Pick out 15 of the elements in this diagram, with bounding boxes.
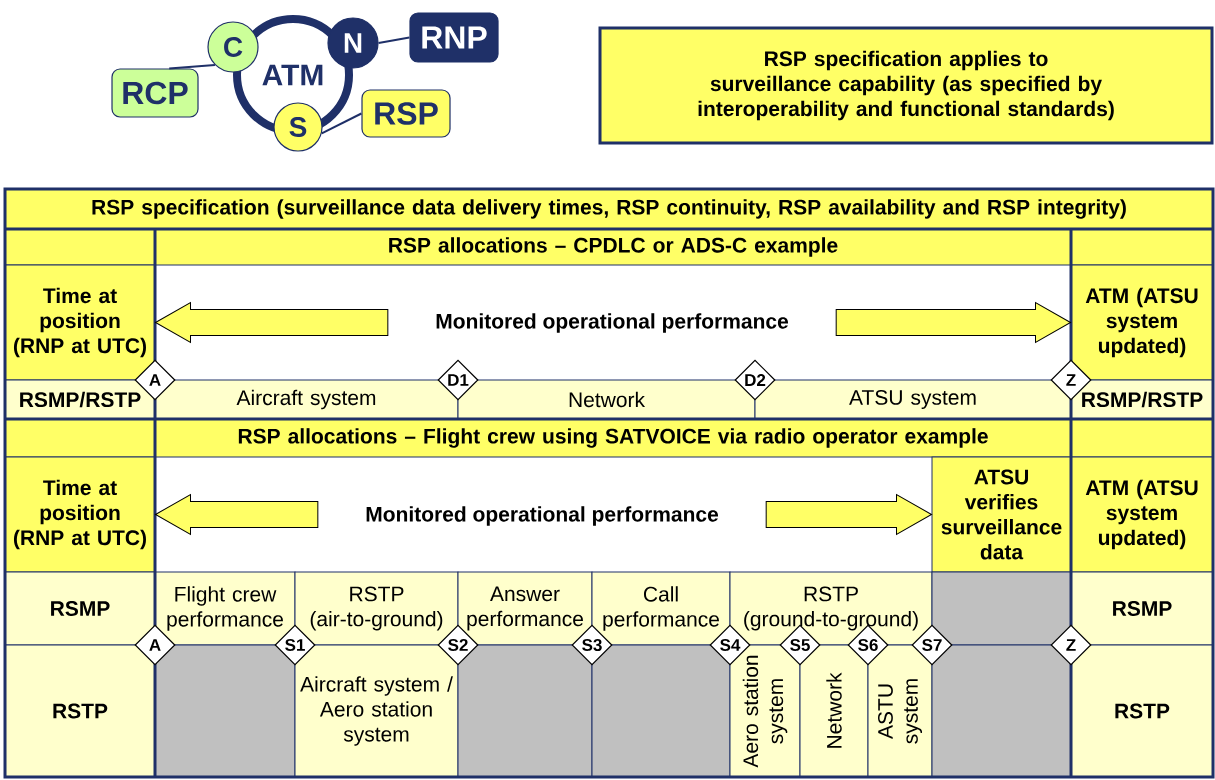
header-cell (4, 228, 156, 266)
note-box: RSP specification applies to surveillance capability (as specified by interoperability and functional standards) (598, 26, 1214, 145)
block-arrow (155, 302, 389, 343)
header-cell (4, 418, 156, 458)
caption-text: Monitored operational performance (436, 313, 789, 333)
caption-text: Monitored operational performance (366, 506, 719, 526)
header-cell (1070, 418, 1214, 458)
block-arrow (835, 302, 1071, 343)
callout-box: RCP (111, 68, 199, 118)
label-cell: ATSU verifies surveillance data (931, 456, 1072, 573)
callout-box: RSP (361, 89, 451, 138)
block-arrow (155, 494, 319, 535)
callout-box: RNP (409, 12, 499, 63)
block-arrow (765, 494, 932, 535)
header-cell (1070, 228, 1214, 266)
